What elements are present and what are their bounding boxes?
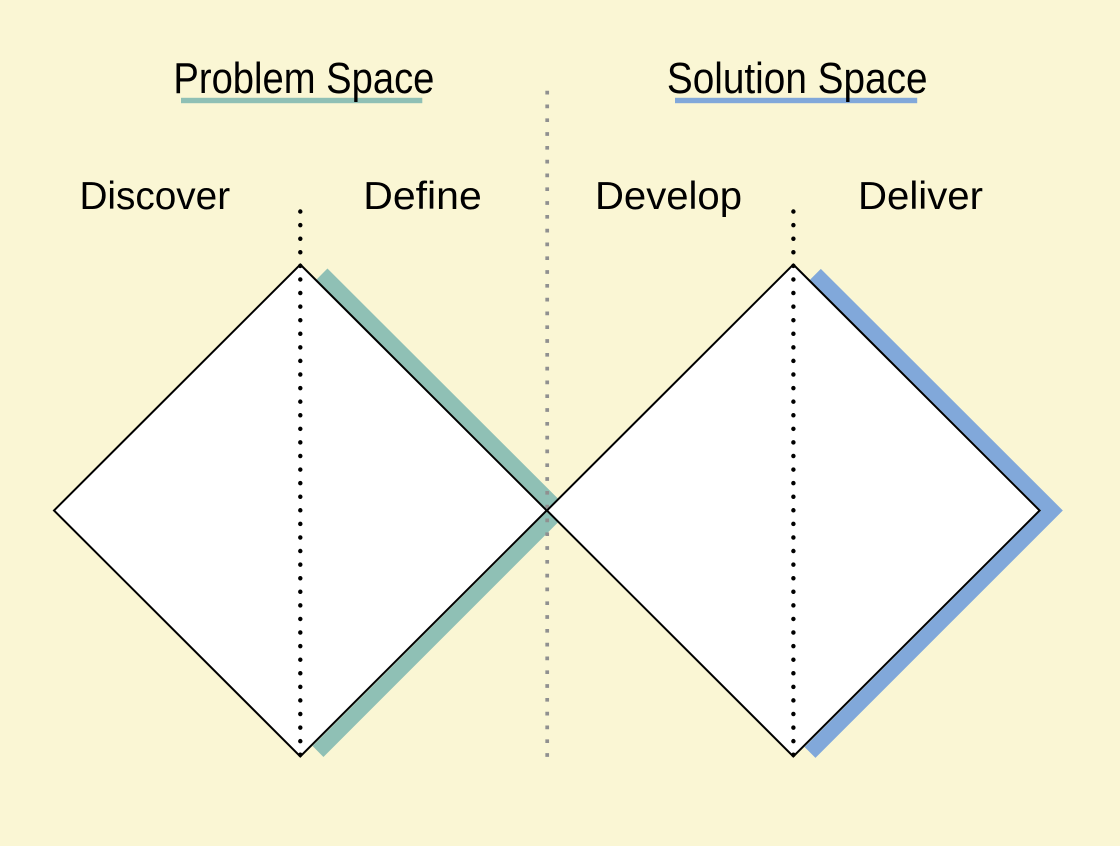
- svg-text:Problem Space: Problem Space: [173, 54, 434, 103]
- svg-text:Discover: Discover: [79, 175, 230, 218]
- svg-text:Solution Space: Solution Space: [667, 54, 928, 103]
- svg-text:Deliver: Deliver: [858, 175, 983, 218]
- svg-text:Define: Define: [363, 175, 482, 218]
- svg-text:Develop: Develop: [595, 175, 742, 218]
